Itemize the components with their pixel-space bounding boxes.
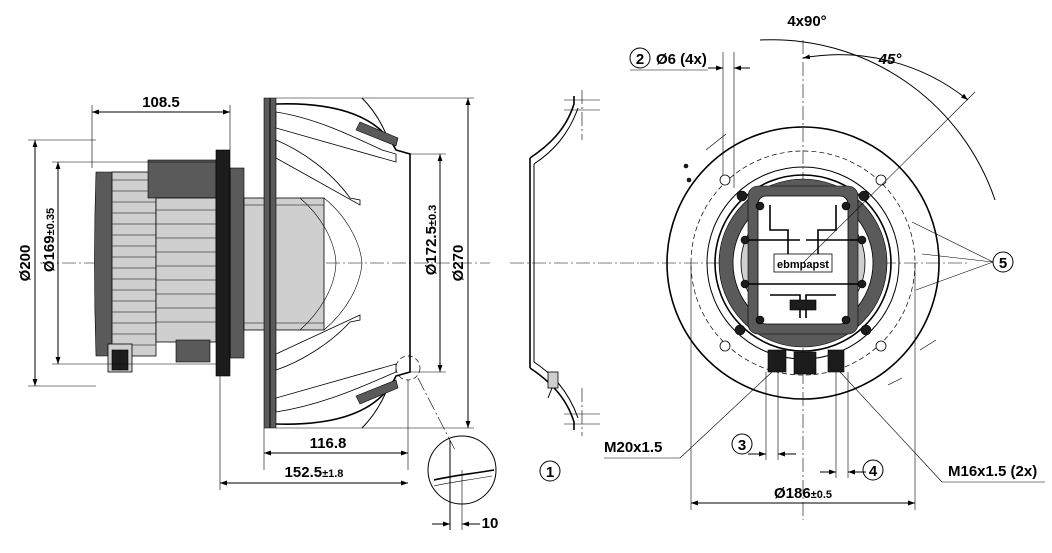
dim-detail-gap: 10 (482, 515, 499, 532)
front-view: ebmpapst (604, 13, 1045, 520)
brand-logo: ebmpapst (777, 259, 829, 271)
svg-text:Ø169±0.35: Ø169±0.35 (41, 208, 58, 272)
impeller (263, 97, 411, 429)
dim-inlet-dia-tol: ±0.3 (427, 205, 439, 226)
side-view: 108.5 Ø200 Ø169±0.35 Ø172.5±0.3 Ø270 116… (17, 94, 498, 532)
dim-offset-angle: 45° (878, 51, 903, 68)
dim-hub-depth: 108.5 (142, 94, 180, 111)
callout-4: 4 (869, 463, 878, 480)
dim-flange-dia-tol: ±0.35 (45, 208, 57, 235)
dim-outer-dia: Ø270 (450, 245, 467, 282)
callout-3: 3 (738, 437, 746, 454)
label-gland-small: M16x1.5 (2x) (948, 463, 1037, 480)
callout-5: 5 (999, 255, 1007, 272)
dim-bolt-circle: Ø186 (774, 485, 811, 502)
dim-motor-dia: Ø200 (17, 245, 34, 282)
dim-impeller-depth: 116.8 (310, 435, 347, 452)
dim-overall-depth: 152.5 (285, 464, 323, 481)
callout-1: 1 (546, 464, 554, 481)
dim-overall-depth-tol: ±1.8 (322, 468, 343, 480)
dim-inlet-dia: Ø172.5 (423, 226, 440, 275)
detail-view: 10 (427, 435, 499, 532)
label-hole: Ø6 (4x) (656, 51, 707, 68)
svg-text:Ø172.5±0.3: Ø172.5±0.3 (423, 205, 440, 276)
motor-body (94, 149, 245, 377)
cable-glands (767, 349, 845, 375)
dim-hole-angle: 4x90° (787, 13, 826, 30)
inlet-ring-view: 1 (510, 90, 640, 482)
svg-text:Ø186±0.5: Ø186±0.5 (774, 485, 832, 502)
dim-bolt-circle-tol: ±0.5 (811, 489, 832, 501)
callout-2: 2 (636, 51, 644, 68)
dim-flange-dia: Ø169 (41, 235, 58, 272)
svg-text:152.5±1.8: 152.5±1.8 (285, 464, 344, 481)
label-gland-large: M20x1.5 (604, 439, 662, 456)
